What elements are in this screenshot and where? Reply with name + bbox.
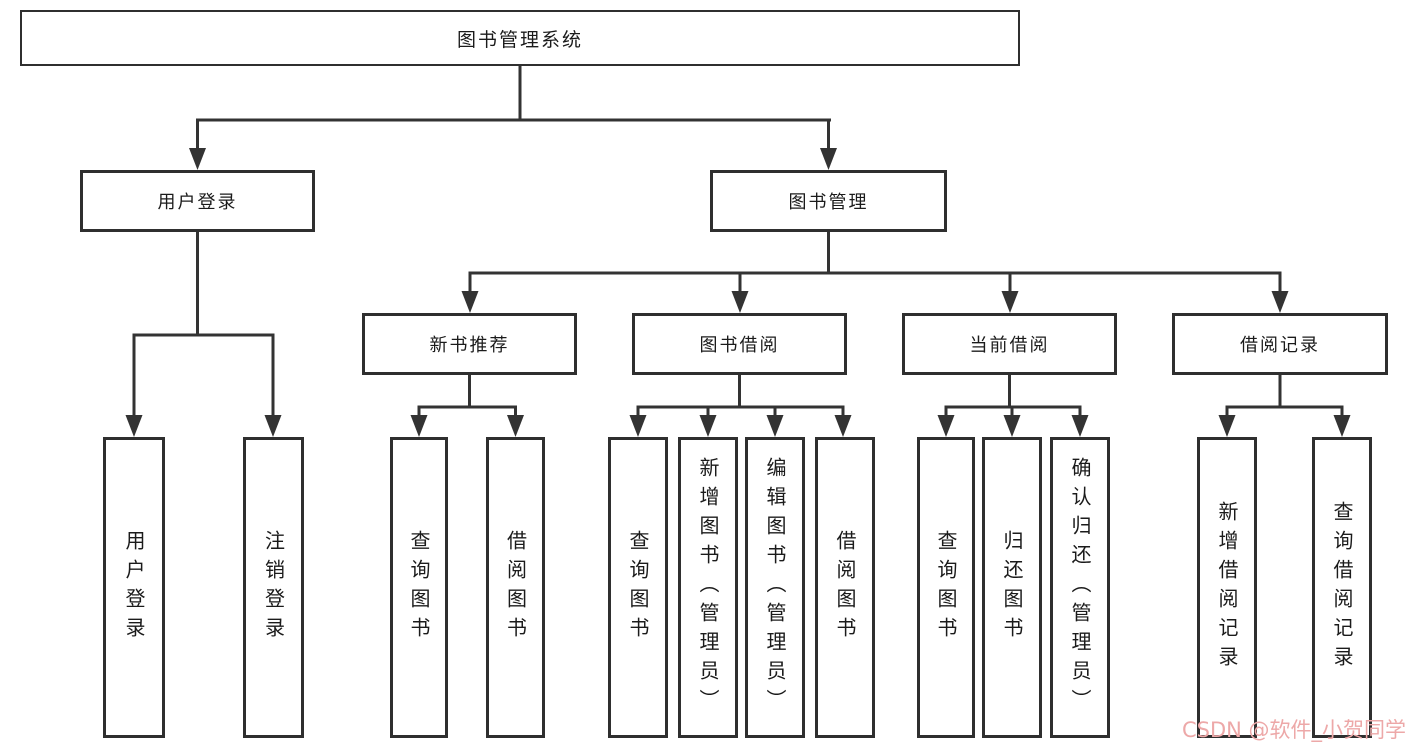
node-new-book-recommendation: 新书推荐 — [362, 313, 577, 375]
leaf-query-books-borrow: 查询图书 — [608, 437, 668, 738]
leaf-label: 编辑图书（管理员） — [763, 457, 787, 718]
leaf-label: 新增借阅记录 — [1215, 500, 1239, 675]
leaf-label: 用户登录 — [122, 529, 146, 646]
leaf-borrow-books: 借阅图书 — [815, 437, 875, 738]
node-book-borrowing: 图书借阅 — [632, 313, 847, 375]
leaf-query-books-recommend: 查询图书 — [390, 437, 448, 738]
leaf-edit-book-admin: 编辑图书（管理员） — [745, 437, 805, 738]
node-label: 图书管理 — [788, 192, 869, 213]
leaf-label: 查询图书 — [626, 529, 650, 646]
csdn-watermark: CSDN @软件_小贺同学 — [1182, 718, 1405, 742]
leaf-borrow-books-recommend: 借阅图书 — [486, 437, 545, 738]
leaf-label: 确认归还（管理员） — [1068, 457, 1092, 718]
leaf-label: 借阅图书 — [833, 529, 857, 646]
leaf-label: 新增图书（管理员） — [696, 457, 720, 718]
leaf-label: 注销登录 — [261, 529, 286, 646]
node-label: 借阅记录 — [1240, 335, 1320, 356]
node-label: 新书推荐 — [429, 335, 510, 356]
node-label: 用户登录 — [157, 192, 238, 213]
node-label: 图书管理系统 — [456, 28, 583, 51]
node-current-borrowing: 当前借阅 — [902, 313, 1117, 375]
leaf-query-borrow-record: 查询借阅记录 — [1312, 437, 1372, 738]
node-borrowing-records: 借阅记录 — [1172, 313, 1388, 375]
leaf-label: 查询借阅记录 — [1330, 500, 1354, 675]
leaf-label: 查询图书 — [934, 529, 958, 646]
leaf-return-book: 归还图书 — [982, 437, 1042, 738]
leaf-query-books-current: 查询图书 — [917, 437, 975, 738]
node-label: 当前借阅 — [969, 335, 1050, 356]
leaf-add-book-admin: 新增图书（管理员） — [678, 437, 738, 738]
leaf-label: 借阅图书 — [503, 529, 528, 646]
node-library-management-system: 图书管理系统 — [20, 10, 1020, 66]
leaf-confirm-return-admin: 确认归还（管理员） — [1050, 437, 1110, 738]
leaf-user-login: 用户登录 — [103, 437, 165, 738]
arrowhead-icons — [125, 148, 1351, 437]
leaf-label: 归还图书 — [1000, 529, 1024, 646]
node-user-login: 用户登录 — [80, 170, 315, 232]
node-label: 图书借阅 — [699, 335, 780, 356]
leaf-add-borrow-record: 新增借阅记录 — [1197, 437, 1257, 738]
node-book-management: 图书管理 — [710, 170, 947, 232]
leaf-label: 查询图书 — [407, 529, 431, 646]
leaf-logout: 注销登录 — [243, 437, 304, 738]
